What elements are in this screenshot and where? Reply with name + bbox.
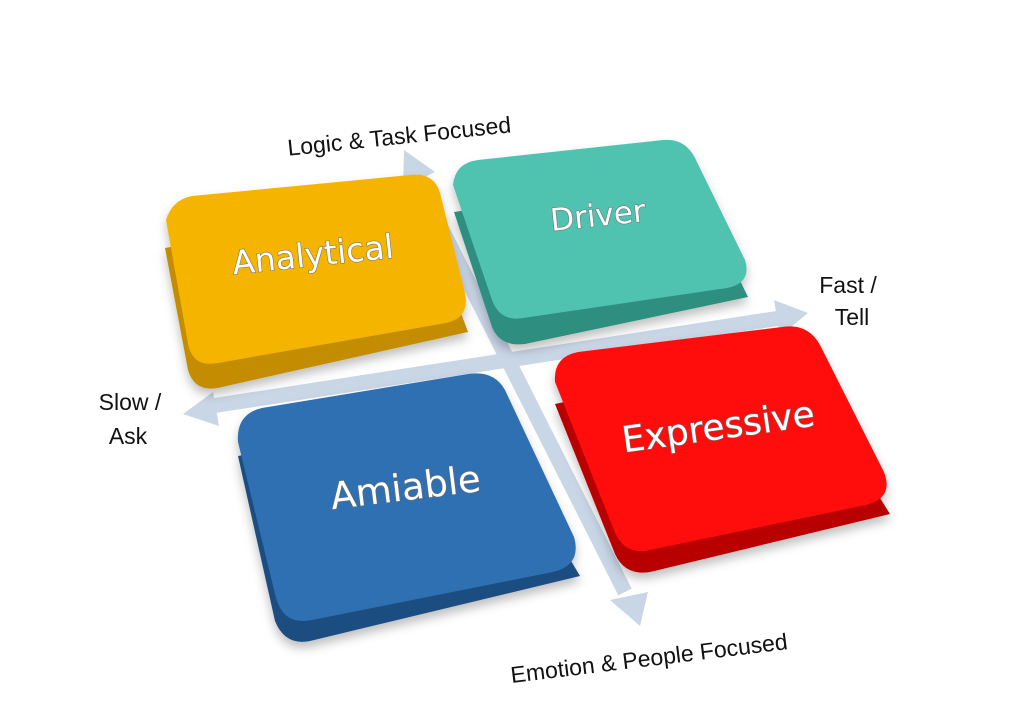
arrow-head-down [610, 592, 648, 626]
left-axis-label-line1: Slow / [99, 389, 162, 415]
right-axis-label-line2: Tell [835, 304, 870, 330]
quadrant-driver [453, 139, 748, 345]
top-axis-label: Logic & Task Focused [286, 111, 512, 160]
analytical-tile-top [166, 174, 466, 364]
quadrant-analytical [165, 174, 468, 389]
quadrant-expressive [554, 326, 890, 573]
amiable-tile-top [237, 373, 576, 622]
left-axis-label-line2: Ask [109, 423, 148, 449]
quadrant-amiable [237, 373, 580, 642]
right-axis-label-line1: Fast / [819, 272, 877, 298]
driver-tile-top [453, 139, 747, 319]
bottom-axis-label: Emotion & People Focused [509, 628, 789, 688]
expressive-tile-top [554, 326, 887, 552]
arrow-head-left [183, 392, 219, 426]
horizontal-axis-line [203, 310, 782, 415]
